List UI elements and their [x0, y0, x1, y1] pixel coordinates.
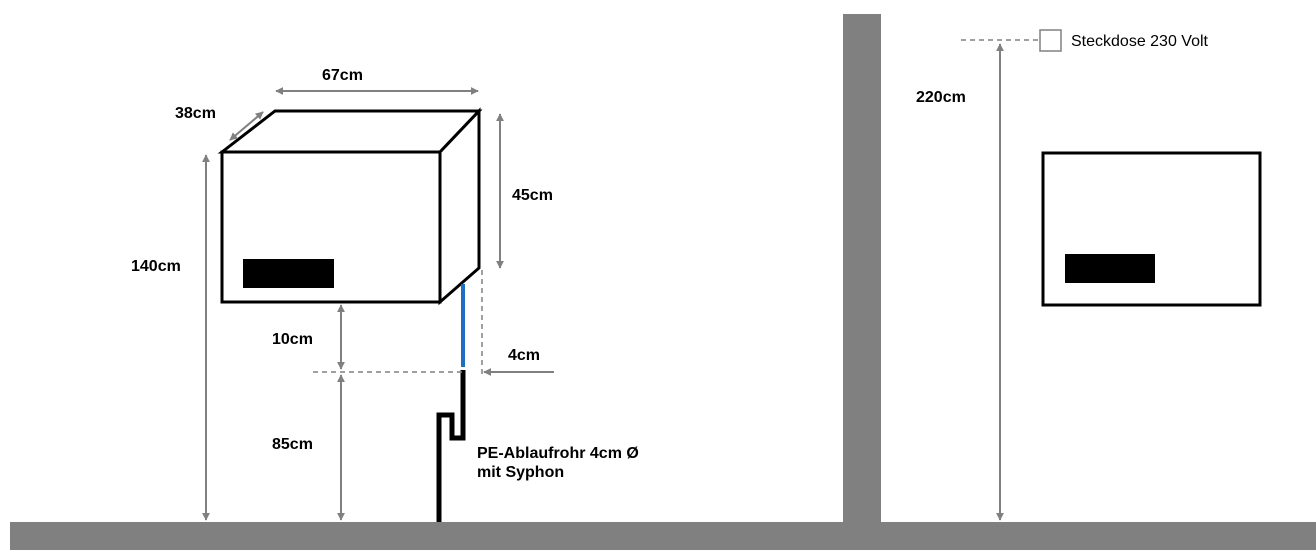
pipe-label-line2: mit Syphon: [477, 464, 564, 481]
depth-label: 38cm: [175, 105, 216, 122]
pipe-label-line1: PE-Ablaufrohr 4cm Ø: [477, 445, 639, 462]
gap-below-label: 10cm: [272, 331, 313, 348]
socket-icon: [1039, 29, 1062, 52]
drain-pipe: [436, 370, 466, 522]
socket-label: Steckdose 230 Volt: [1071, 33, 1209, 50]
display-panel: [243, 259, 334, 288]
pipe-offset-label: 4cm: [508, 347, 540, 364]
socket-height-label: 220cm: [916, 89, 966, 106]
height-label: 45cm: [512, 187, 553, 204]
depth-arrow: [229, 111, 264, 141]
width-label: 67cm: [322, 67, 363, 84]
display-panel-front: [1065, 254, 1155, 283]
floor: [10, 522, 1316, 550]
pipe-height-label: 85cm: [272, 436, 313, 453]
wall: [843, 14, 881, 526]
mount-height-label: 140cm: [131, 258, 181, 275]
